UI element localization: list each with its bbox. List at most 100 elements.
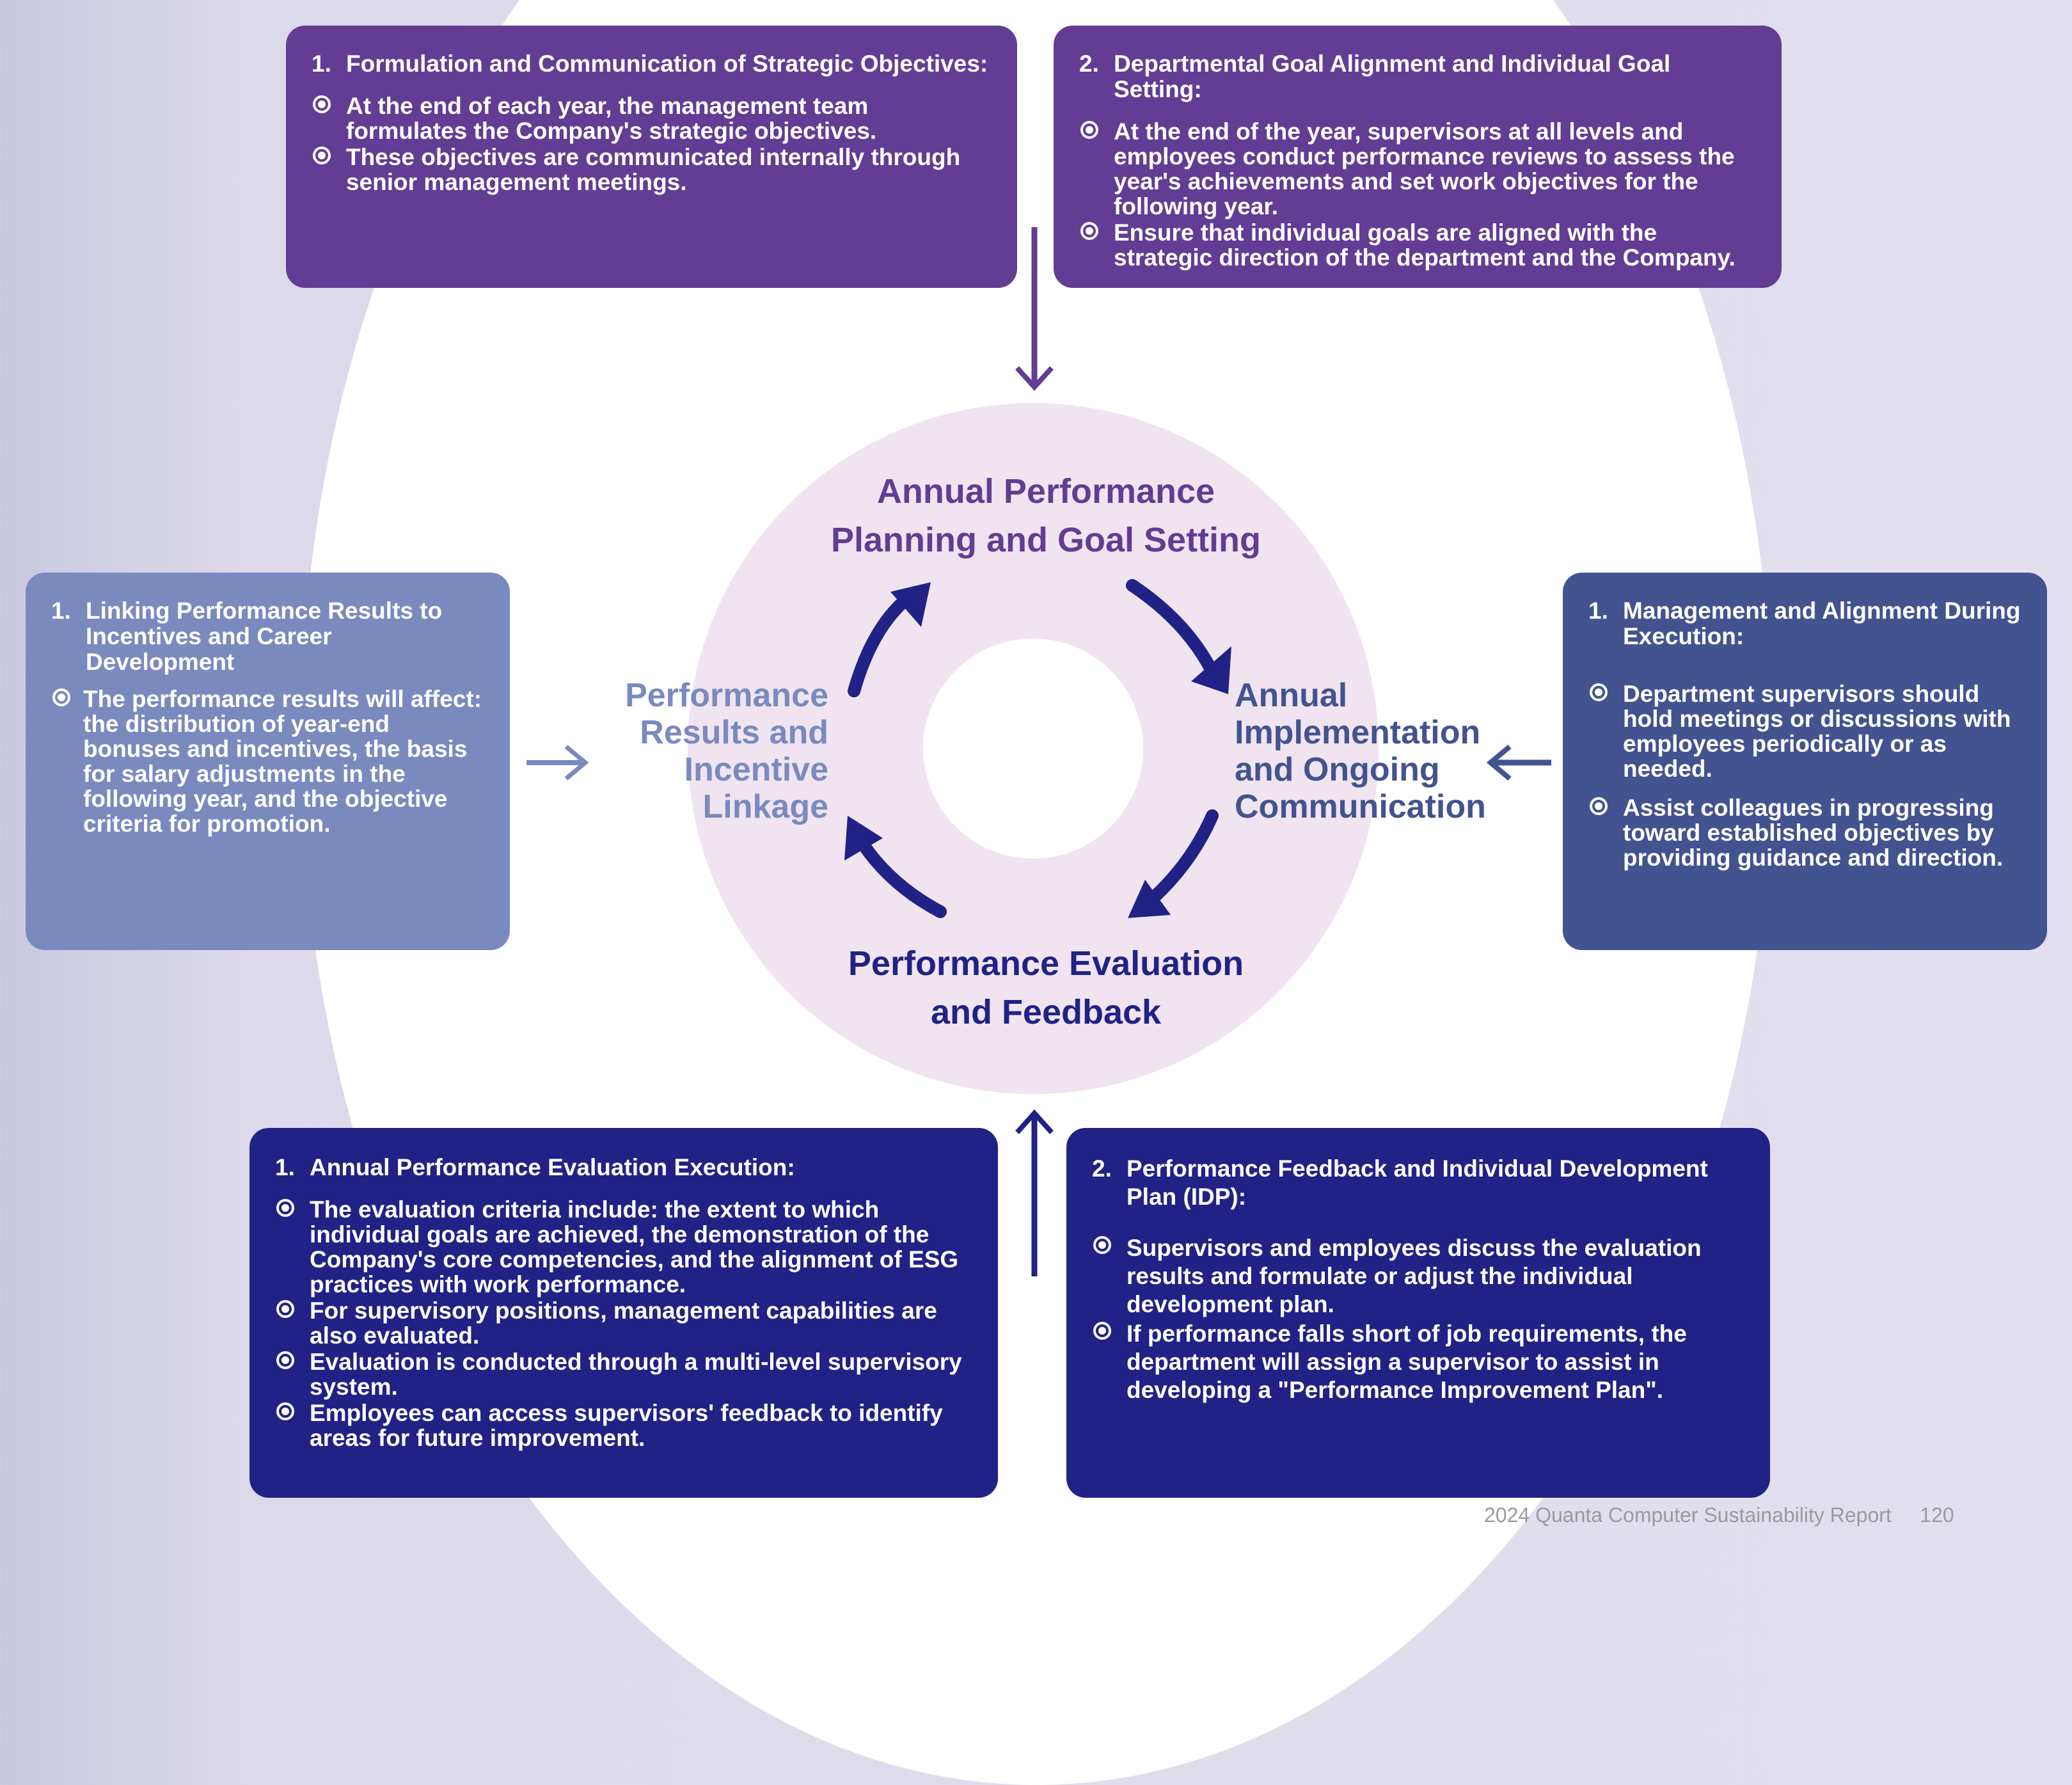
item-number: 1.	[312, 51, 331, 77]
cycle-arrows	[844, 579, 1231, 918]
bullet-text: Employees can access supervisors' feedba…	[310, 1400, 943, 1451]
bullet-item: At the end of each year, the management …	[312, 93, 992, 143]
bullet-text: Supervisors and employees discuss the ev…	[1127, 1235, 1702, 1317]
stage-label-line: Planning and Goal Setting	[830, 521, 1261, 559]
bullet-text: For supervisory positions, management ca…	[310, 1297, 937, 1349]
bullet-item: Supervisors and employees discuss the ev…	[1092, 1234, 1744, 1319]
bullet-text: Department supervisors should hold meeti…	[1623, 681, 2011, 782]
stage-label-line: Communication	[1235, 788, 1486, 825]
connector-left	[526, 745, 589, 781]
bullet-list: The performance results will affect: the…	[51, 686, 486, 836]
item-number: 2.	[1092, 1155, 1112, 1182]
stage-label-line: Annual	[1235, 677, 1348, 714]
bullet-item: Employees can access supervisors' feedba…	[275, 1400, 972, 1450]
bullet-text: At the end of the year, supervisors at a…	[1114, 118, 1735, 219]
stage-label-line: Incentive	[684, 751, 828, 788]
arrow-top-right	[1126, 579, 1222, 685]
bullet-text: At the end of each year, the management …	[346, 93, 877, 144]
page-number: 120	[1920, 1503, 1954, 1527]
radio-bullet-icon	[1588, 795, 1623, 870]
arrow-top-left-head	[890, 582, 931, 627]
report-title: 2024 Quanta Computer Sustainability Repo…	[1484, 1503, 1892, 1527]
radio-bullet-icon	[275, 1197, 310, 1297]
radio-bullet-icon	[51, 686, 83, 836]
box-strategic-objectives: 1. Formulation and Communication of Stra…	[286, 26, 1017, 288]
bullet-list: Department supervisors should hold meeti…	[1588, 681, 2023, 870]
radio-bullet-icon	[312, 93, 346, 143]
arrow-top-right-head	[1191, 646, 1231, 694]
box-feedback-idp: 2. Performance Feedback and Individual D…	[1066, 1128, 1770, 1498]
box-title: 2. Departmental Goal Alignment and Indiv…	[1079, 51, 1756, 102]
box-title-text: Management and Alignment During Executio…	[1623, 598, 2021, 649]
cycle-diagram	[526, 227, 1551, 1276]
box-title-text: Formulation and Communication of Strateg…	[346, 51, 988, 77]
box-title: 1. Linking Performance Results to Incent…	[51, 598, 486, 675]
box-evaluation-execution: 1. Annual Performance Evaluation Executi…	[249, 1128, 998, 1498]
radio-bullet-icon	[1079, 119, 1114, 219]
bullet-list: At the end of each year, the management …	[312, 93, 992, 194]
stage-label-line: Results and	[640, 714, 828, 751]
diagram-stage: Annual Performance Planning and Goal Set…	[26, 26, 2047, 1527]
stage-label-line: and Feedback	[930, 993, 1162, 1031]
bullet-list: The evaluation criteria include: the ext…	[275, 1197, 972, 1450]
stage-label-planning: Annual Performance Planning and Goal Set…	[793, 467, 1299, 564]
bullet-item: Ensure that individual goals are aligned…	[1079, 220, 1756, 270]
bullet-text: The evaluation criteria include: the ext…	[310, 1196, 959, 1297]
box-title-text: Departmental Goal Alignment and Individu…	[1114, 51, 1671, 102]
stage-label-line: Performance	[625, 677, 828, 714]
bullet-item: Department supervisors should hold meeti…	[1588, 681, 2023, 781]
bullet-text: These objectives are communicated intern…	[346, 144, 961, 195]
connector-right	[1486, 744, 1551, 781]
box-title-text: Linking Performance Results to Incentive…	[86, 598, 443, 675]
radio-bullet-icon	[1092, 1234, 1127, 1319]
bullet-item: If performance falls short of job requir…	[1092, 1320, 1744, 1404]
stage-label-line: Performance Evaluation	[848, 944, 1244, 983]
bullet-item: The evaluation criteria include: the ext…	[275, 1197, 972, 1297]
box-execution-management: 1. Management and Alignment During Execu…	[1563, 573, 2047, 950]
stage-label-incentive: Performance Results and Incentive Linkag…	[576, 677, 828, 825]
cycle-center	[923, 639, 1143, 859]
radio-bullet-icon	[275, 1298, 310, 1348]
arrow-bottom-left-head	[844, 816, 883, 861]
bullet-text: Assist colleagues in progressing toward …	[1623, 795, 2004, 871]
stage-label-implementation: Annual Implementation and Ongoing Commun…	[1235, 677, 1503, 825]
radio-bullet-icon	[1079, 220, 1114, 270]
radio-bullet-icon	[1588, 681, 1623, 781]
bullet-item: Assist colleagues in progressing toward …	[1588, 795, 2023, 870]
bullet-text: If performance falls short of job requir…	[1127, 1321, 1687, 1403]
bullet-text: The performance results will affect: the…	[83, 686, 482, 837]
stage-label-evaluation: Performance Evaluation and Feedback	[793, 939, 1299, 1036]
item-number: 1.	[275, 1154, 295, 1180]
box-title: 2. Performance Feedback and Individual D…	[1092, 1155, 1744, 1211]
bullet-text: Evaluation is conducted through a multi-…	[310, 1349, 962, 1400]
bullet-text: Ensure that individual goals are aligned…	[1114, 219, 1736, 271]
stage-label-line: Annual Performance	[876, 472, 1215, 511]
stage-label-line: Implementation	[1235, 714, 1481, 751]
page-footer: 2024 Quanta Computer Sustainability Repo…	[1484, 1503, 1954, 1527]
connector-top	[1015, 227, 1054, 391]
bullet-list: Supervisors and employees discuss the ev…	[1092, 1234, 1744, 1404]
box-title: 1. Annual Performance Evaluation Executi…	[275, 1155, 972, 1180]
radio-bullet-icon	[275, 1400, 310, 1450]
bullet-item: At the end of the year, supervisors at a…	[1079, 119, 1756, 219]
bullet-list: At the end of the year, supervisors at a…	[1079, 119, 1756, 270]
box-goal-alignment: 2. Departmental Goal Alignment and Indiv…	[1054, 26, 1782, 288]
bullet-item: Evaluation is conducted through a multi-…	[275, 1349, 972, 1399]
bullet-item: These objectives are communicated intern…	[312, 145, 992, 194]
radio-bullet-icon	[275, 1349, 310, 1399]
item-number: 1.	[51, 598, 71, 624]
bullet-item: For supervisory positions, management ca…	[275, 1298, 972, 1348]
box-title: 1. Management and Alignment During Execu…	[1588, 598, 2023, 649]
box-incentive-linkage: 1. Linking Performance Results to Incent…	[26, 573, 510, 950]
box-title: 1. Formulation and Communication of Stra…	[312, 51, 992, 77]
bullet-item: The performance results will affect: the…	[51, 686, 486, 836]
stage-label-line: Linkage	[702, 788, 829, 825]
radio-bullet-icon	[312, 145, 346, 194]
item-number: 1.	[1588, 598, 1608, 624]
box-title-text: Performance Feedback and Individual Deve…	[1127, 1155, 1708, 1210]
box-title-text: Annual Performance Evaluation Execution:	[310, 1154, 795, 1180]
item-number: 2.	[1079, 51, 1099, 77]
radio-bullet-icon	[1092, 1320, 1127, 1404]
arrow-bottom-right-head	[1128, 880, 1171, 918]
stage-label-line: and Ongoing	[1235, 751, 1440, 788]
